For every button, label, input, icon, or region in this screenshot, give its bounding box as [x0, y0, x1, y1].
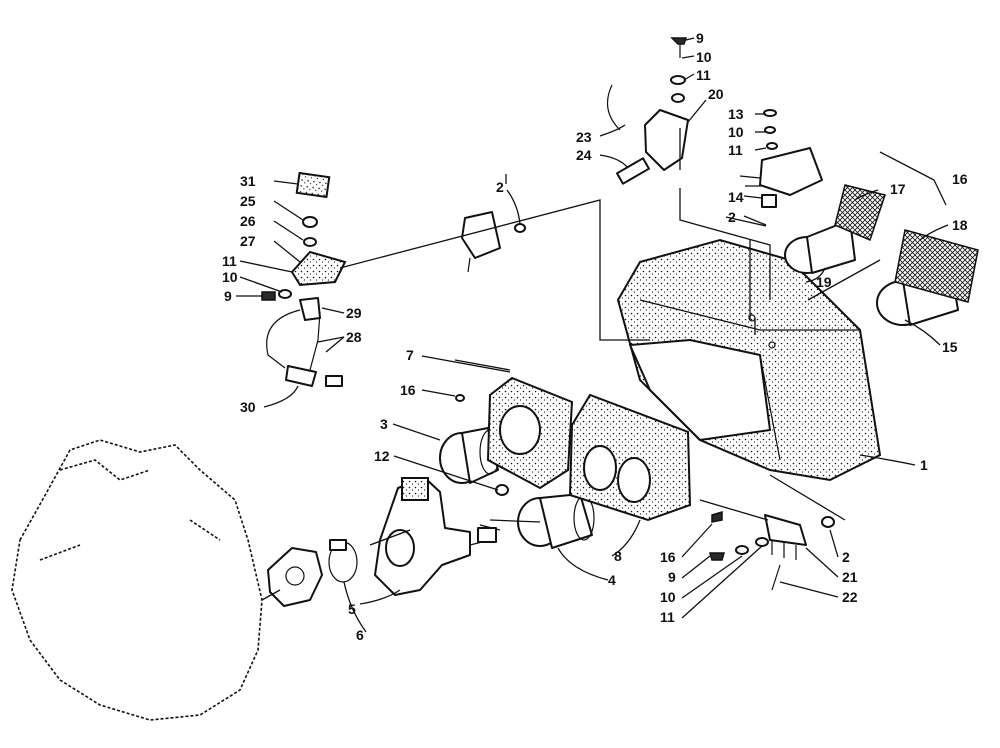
callout-19: 19 — [816, 274, 832, 290]
intake-flange — [267, 547, 323, 607]
callout-4: 4 — [608, 572, 616, 588]
callout-11-top: 11 — [696, 67, 711, 83]
callout-20: 20 — [708, 86, 724, 102]
callout-10-left: 10 — [222, 269, 238, 285]
callout-16-left: 16 — [400, 382, 416, 398]
callout-29: 29 — [346, 305, 362, 321]
callout-11-left: 11 — [222, 253, 237, 269]
callout-18: 18 — [952, 217, 968, 233]
callout-15: 15 — [942, 339, 958, 355]
callout-9-bottom: 9 — [668, 569, 676, 585]
callout-25: 25 — [240, 193, 256, 209]
callout-21: 21 — [842, 569, 858, 585]
callout-31: 31 — [240, 173, 256, 189]
clamp — [328, 539, 358, 583]
airbox — [616, 238, 882, 482]
callout-23: 23 — [576, 129, 592, 145]
callout-11-bottom: 11 — [660, 609, 675, 625]
callout-14: 14 — [728, 189, 744, 205]
callout-2-mid: 2 — [728, 209, 736, 225]
callout-7: 7 — [406, 347, 414, 363]
callout-2-top: 2 — [496, 179, 504, 195]
carburetor — [374, 477, 501, 596]
callout-5: 5 — [348, 601, 356, 617]
callout-22: 22 — [842, 589, 858, 605]
callout-8: 8 — [614, 548, 622, 564]
adapter-plate-8 — [568, 393, 692, 522]
callout-11-mid: 11 — [728, 142, 743, 158]
bolt-stack-top — [670, 37, 688, 103]
callout-26: 26 — [240, 213, 256, 229]
callout-10-top: 10 — [696, 49, 712, 65]
silencer-tube-19 — [784, 184, 886, 274]
connection-lines — [261, 128, 881, 601]
callout-leaders — [236, 37, 949, 633]
callout-labels: 9 10 11 20 23 24 13 10 11 14 2 16 17 18 … — [222, 30, 968, 643]
callout-12: 12 — [374, 448, 390, 464]
callout-9-left: 9 — [224, 288, 232, 304]
callout-16-bottom: 16 — [660, 549, 676, 565]
callout-2-right: 2 — [842, 549, 850, 565]
adapter-plate-7 — [486, 376, 574, 490]
callout-27: 27 — [240, 233, 256, 249]
callout-10-bottom: 10 — [660, 589, 676, 605]
callout-30: 30 — [240, 399, 256, 415]
fuel-fitting-block — [455, 394, 835, 591]
fuel-valve-assembly — [261, 171, 347, 387]
engine-outline — [11, 439, 263, 721]
callout-24: 24 — [576, 147, 592, 163]
callout-16-right: 16 — [952, 171, 968, 187]
silencer-tube-15 — [876, 229, 979, 326]
solenoid — [739, 109, 823, 208]
callout-28: 28 — [346, 329, 362, 345]
callout-1: 1 — [920, 457, 928, 473]
callout-3: 3 — [380, 416, 388, 432]
fuel-shutoff — [461, 211, 526, 273]
callout-9-top: 9 — [696, 30, 704, 46]
callout-10-mid: 10 — [728, 124, 744, 140]
callout-6: 6 — [356, 627, 364, 643]
callout-13: 13 — [728, 106, 744, 122]
callout-17: 17 — [890, 181, 906, 197]
fuel-pump — [606, 84, 689, 185]
